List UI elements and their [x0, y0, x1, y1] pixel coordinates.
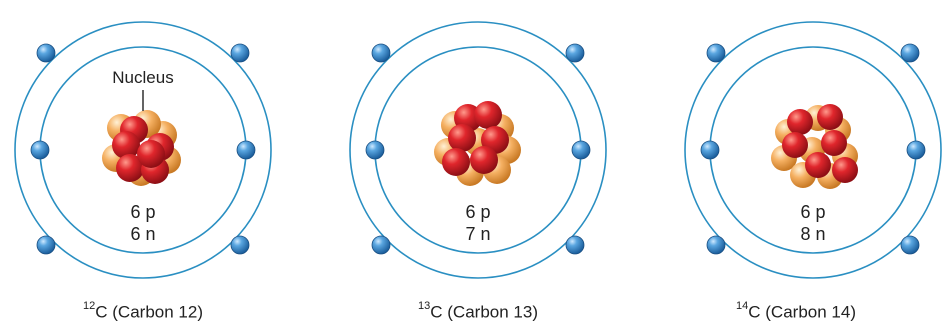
- electron: [700, 140, 720, 160]
- electron: [236, 140, 256, 160]
- mass-number: 13: [418, 300, 431, 312]
- proton: [137, 140, 165, 168]
- atom-carbon-12: Nucleus 6 p 6 n: [14, 21, 272, 279]
- neutrons-label: 6 n: [130, 224, 155, 244]
- caption-carbon-14: 14C (Carbon 14): [646, 300, 946, 323]
- electron: [706, 235, 726, 255]
- electron: [230, 43, 250, 63]
- electron: [900, 235, 920, 255]
- protons-label: 6 p: [130, 202, 155, 222]
- mass-number: 12: [83, 300, 96, 312]
- proton: [782, 132, 808, 158]
- proton: [116, 154, 144, 182]
- isotope-name: (Carbon 12): [112, 302, 203, 322]
- electron: [371, 43, 391, 63]
- isotope-name: (Carbon 13): [447, 302, 538, 322]
- element-symbol: C: [430, 302, 443, 322]
- proton: [805, 152, 831, 178]
- proton: [112, 131, 140, 159]
- mass-number: 14: [736, 300, 749, 312]
- nucleus: [102, 110, 181, 186]
- electrons: [700, 43, 926, 255]
- electron: [30, 140, 50, 160]
- electron: [371, 235, 391, 255]
- proton: [832, 157, 858, 183]
- electrons: [30, 43, 256, 255]
- electron: [230, 235, 250, 255]
- proton: [470, 146, 498, 174]
- electron: [36, 235, 56, 255]
- atom-carbon-14: 6 p 8 n: [684, 21, 942, 279]
- electron: [706, 43, 726, 63]
- proton: [442, 148, 470, 176]
- atom-carbon-13: 6 p 7 n: [349, 21, 607, 279]
- neutrons-label: 7 n: [465, 224, 490, 244]
- protons-label: 6 p: [800, 202, 825, 222]
- nucleus: [771, 104, 858, 189]
- outer-orbit: [14, 21, 272, 279]
- electron: [906, 140, 926, 160]
- proton: [817, 104, 843, 130]
- protons-label: 6 p: [465, 202, 490, 222]
- outer-orbit: [684, 21, 942, 279]
- electron: [36, 43, 56, 63]
- proton: [474, 101, 502, 129]
- electron: [565, 43, 585, 63]
- electron: [365, 140, 385, 160]
- electron: [565, 235, 585, 255]
- element-symbol: C: [748, 302, 761, 322]
- electron: [900, 43, 920, 63]
- proton: [787, 109, 813, 135]
- electrons: [365, 43, 591, 255]
- outer-orbit: [349, 21, 607, 279]
- proton: [821, 130, 847, 156]
- electron: [571, 140, 591, 160]
- nucleus-label: Nucleus: [112, 68, 173, 87]
- nucleus: [434, 101, 521, 186]
- proton: [448, 124, 476, 152]
- caption-carbon-13: 13C (Carbon 13): [328, 300, 628, 323]
- element-symbol: C: [95, 302, 108, 322]
- neutrons-label: 8 n: [800, 224, 825, 244]
- caption-carbon-12: 12C (Carbon 12): [0, 300, 293, 323]
- isotope-name: (Carbon 14): [765, 302, 856, 322]
